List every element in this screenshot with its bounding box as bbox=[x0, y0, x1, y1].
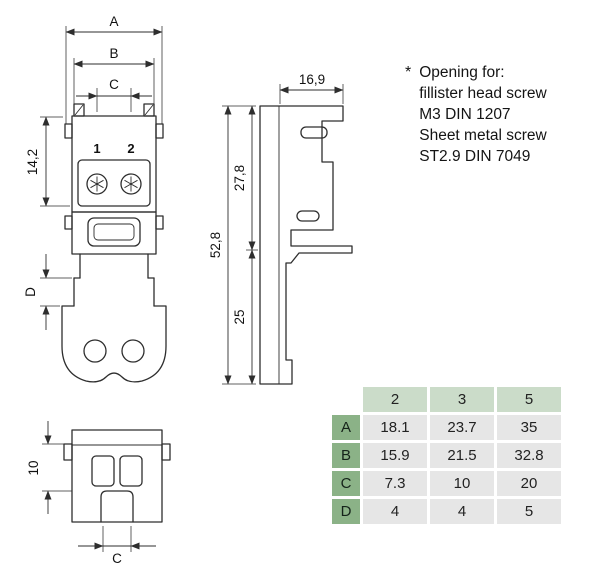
note-line-screw-2: Sheet metal screw bbox=[419, 127, 547, 144]
dim-label-25: 25 bbox=[232, 309, 247, 324]
table-row: B 15.9 21.5 32.8 bbox=[332, 443, 561, 468]
table-cell: 21.5 bbox=[430, 443, 494, 468]
table-cell: 4 bbox=[430, 499, 494, 524]
note-line-screw-2-spec: ST2.9 DIN 7049 bbox=[419, 148, 531, 165]
bottom-tab-left bbox=[63, 443, 73, 461]
front-body bbox=[71, 115, 157, 213]
foot-hole-left bbox=[83, 339, 107, 363]
bottom-pole-slot-1 bbox=[91, 455, 115, 487]
side-view: 16,9 27,8 25 52,8 bbox=[208, 72, 353, 385]
opening-note: * Opening for: fillister head screw M3 D… bbox=[405, 62, 547, 167]
table-cell: 15.9 bbox=[363, 443, 427, 468]
dim-label-b: B bbox=[109, 46, 118, 61]
dim-c: C bbox=[76, 77, 152, 112]
dimension-table: 2 3 5 A 18.1 23.7 35 B 15.9 21.5 32.8 C … bbox=[329, 384, 564, 527]
table-row-label-a: A bbox=[332, 415, 360, 440]
dim-14-2: 14,2 bbox=[25, 116, 70, 207]
dim-10: 10 bbox=[26, 421, 72, 514]
bottom-pole-slot-2 bbox=[119, 455, 143, 487]
dim-d: D bbox=[23, 254, 72, 330]
dim-label-10: 10 bbox=[26, 460, 41, 475]
dim-label-52-8: 52,8 bbox=[208, 232, 223, 258]
table-row-label-b: B bbox=[332, 443, 360, 468]
screw-opening-2 bbox=[120, 173, 142, 195]
table-cell: 5 bbox=[497, 499, 561, 524]
table-cell: 7.3 bbox=[363, 471, 427, 496]
dim-52-8: 52,8 bbox=[208, 105, 232, 385]
screw-asterisk-2 bbox=[124, 176, 138, 192]
table-col-header-2: 2 bbox=[363, 387, 427, 412]
front-bump-right bbox=[155, 123, 164, 139]
screw-panel bbox=[77, 159, 151, 207]
table-row: A 18.1 23.7 35 bbox=[332, 415, 561, 440]
bottom-view: 10 C bbox=[26, 421, 171, 566]
dim-label-d: D bbox=[23, 287, 38, 297]
latch-section bbox=[71, 211, 157, 255]
table-row-label-c: C bbox=[332, 471, 360, 496]
front-bump-left bbox=[64, 123, 73, 139]
table-header-row: 2 3 5 bbox=[332, 387, 561, 412]
table-col-header-3: 3 bbox=[430, 387, 494, 412]
dim-label-c: C bbox=[109, 77, 119, 92]
table-col-header-5: 5 bbox=[497, 387, 561, 412]
pole-number-2: 2 bbox=[127, 141, 134, 156]
note-line-screw-1: fillister head screw bbox=[419, 85, 547, 102]
mounting-foot bbox=[61, 305, 167, 383]
table-cell: 18.1 bbox=[363, 415, 427, 440]
bottom-view-body bbox=[71, 429, 163, 523]
note-lines: Opening for: fillister head screw M3 DIN… bbox=[419, 62, 547, 167]
table-cell: 20 bbox=[497, 471, 561, 496]
table-row: C 7.3 10 20 bbox=[332, 471, 561, 496]
dim-label-c-bottom: C bbox=[112, 551, 122, 566]
dim-c-bottom: C bbox=[78, 526, 156, 566]
side-slot-lower bbox=[296, 210, 320, 222]
table-cell: 10 bbox=[430, 471, 494, 496]
table-row-label-d: D bbox=[332, 499, 360, 524]
side-slot-upper bbox=[300, 126, 328, 139]
dim-label-a: A bbox=[109, 14, 118, 29]
table-cell: 35 bbox=[497, 415, 561, 440]
screw-opening-1 bbox=[86, 173, 108, 195]
screw-asterisk-1 bbox=[90, 176, 104, 192]
dim-27-8: 27,8 bbox=[232, 105, 256, 251]
bottom-tab-right bbox=[161, 443, 171, 461]
note-line-screw-1-spec: M3 DIN 1207 bbox=[419, 106, 511, 123]
front-view: 1 2 A bbox=[23, 14, 167, 383]
side-view-part bbox=[259, 105, 353, 385]
table-corner-cell bbox=[332, 387, 360, 412]
table-cell: 23.7 bbox=[430, 415, 494, 440]
table-row: D 4 4 5 bbox=[332, 499, 561, 524]
dim-a: A bbox=[65, 14, 163, 124]
dim-label-27-8: 27,8 bbox=[232, 165, 247, 191]
foot-hole-right bbox=[121, 339, 145, 363]
dim-16-9: 16,9 bbox=[279, 72, 344, 104]
dim-25: 25 bbox=[232, 249, 256, 385]
dim-label-16-9: 16,9 bbox=[299, 72, 325, 87]
dim-label-14-2: 14,2 bbox=[25, 149, 40, 175]
latch-slot bbox=[87, 217, 141, 247]
note-line-title: Opening for: bbox=[419, 64, 505, 81]
footnote-asterisk: * bbox=[405, 64, 412, 81]
dim-b: B bbox=[73, 46, 155, 112]
pole-number-1: 1 bbox=[93, 141, 100, 156]
table-cell: 4 bbox=[363, 499, 427, 524]
bottom-center-notch bbox=[100, 490, 134, 523]
front-view-part: 1 2 bbox=[61, 103, 167, 383]
table-cell: 32.8 bbox=[497, 443, 561, 468]
